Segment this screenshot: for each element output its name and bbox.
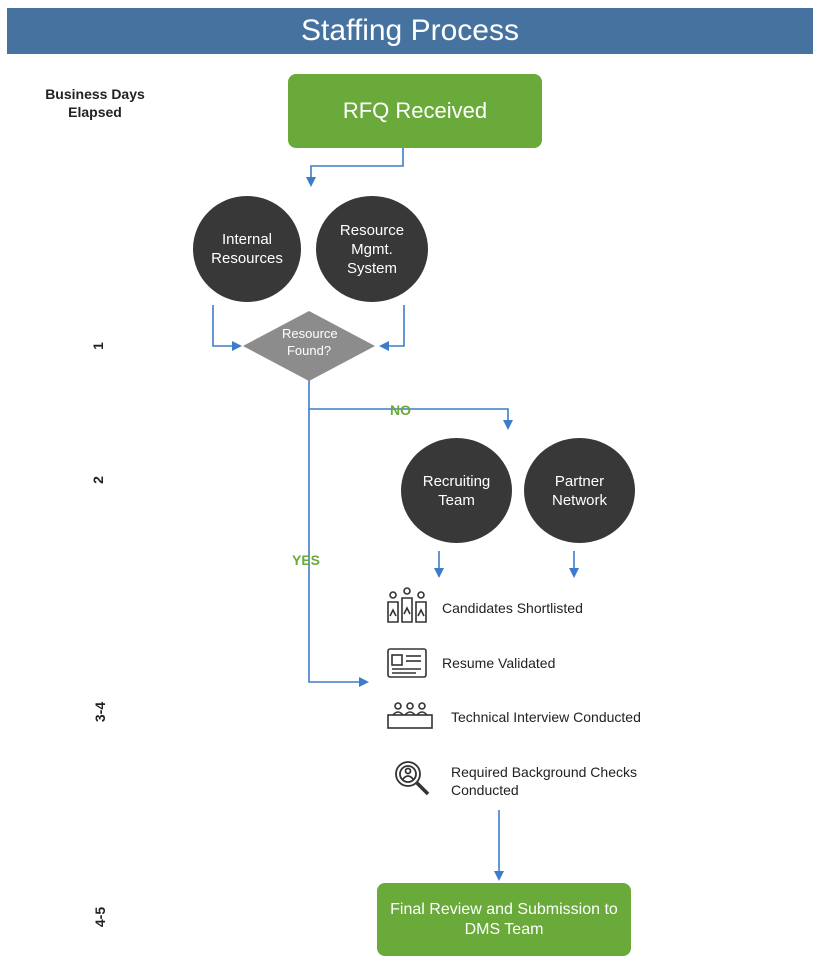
arrow-yes-branch	[308, 409, 369, 687]
step-resume-validated: Resume Validated	[442, 655, 556, 671]
day-label-2: 2	[90, 476, 106, 484]
arrow-internal-to-decision	[212, 305, 242, 351]
magnifier-person-icon	[395, 761, 430, 796]
internal-resources-label: Internal Resources	[211, 231, 283, 267]
recruiting-team-label: Recruiting Team	[422, 472, 491, 509]
candidates-icon	[387, 587, 427, 623]
arrow-no-branch	[308, 378, 513, 430]
arrow-rms-to-decision	[379, 305, 405, 351]
interview-panel-icon	[387, 702, 433, 729]
step-technical-interview: Technical Interview Conducted	[451, 709, 641, 725]
recruiting-team-node: Recruiting Team	[401, 438, 512, 543]
day-label-4-5: 4-5	[92, 906, 108, 928]
resource-mgmt-system-node: Resource Mgmt. System	[316, 196, 428, 302]
internal-resources-node: Internal Resources	[193, 196, 301, 302]
page-title: Staffing Process	[7, 8, 813, 54]
partner-network-node: Partner Network	[524, 438, 635, 543]
no-branch-label: NO	[390, 402, 411, 418]
partner-network-label: Partner Network	[551, 472, 607, 509]
day-label-3-4: 3-4	[92, 701, 108, 723]
yes-branch-label: YES	[292, 552, 321, 568]
days-elapsed-header: Business Days Elapsed	[45, 86, 145, 120]
step-background-checks: Required Background Checks Conducted	[451, 764, 637, 798]
arrow-rfq-to-sources	[306, 148, 404, 187]
step-candidates-shortlisted: Candidates Shortlisted	[442, 600, 583, 616]
rfq-received-box: RFQ Received	[288, 74, 542, 148]
day-label-1: 1	[90, 342, 106, 350]
resource-mgmt-system-label: Resource Mgmt. System	[339, 221, 405, 277]
decision-diamond	[243, 311, 375, 381]
resume-icon	[387, 648, 427, 678]
decision-label: Resource Found?	[282, 326, 338, 358]
final-review-box: Final Review and Submission to DMS Team	[377, 883, 631, 956]
